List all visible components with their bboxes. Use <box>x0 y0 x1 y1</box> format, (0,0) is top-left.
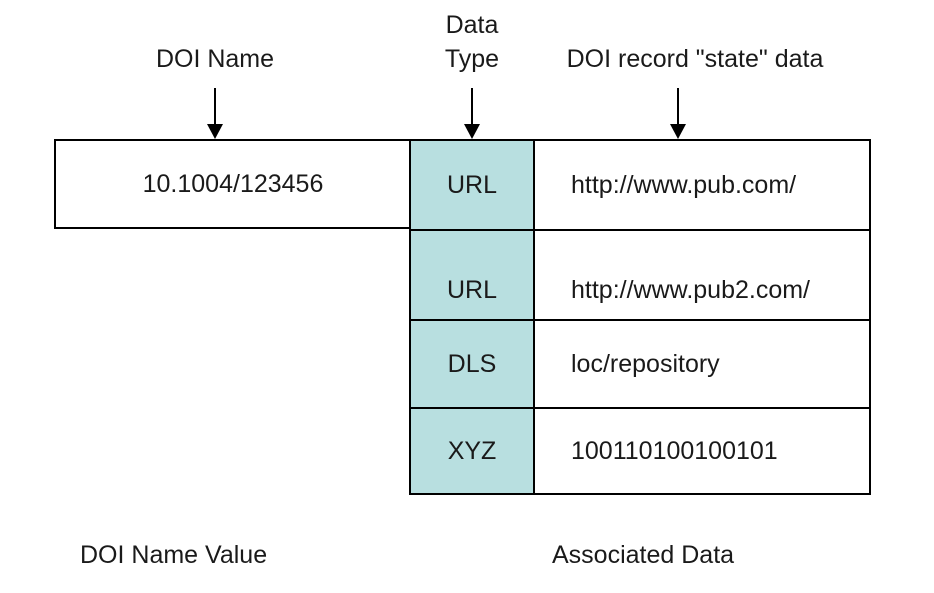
record-type: URL <box>411 231 535 319</box>
doi-name-label: DOI Name <box>155 45 275 73</box>
record-row: URL http://www.pub2.com/ <box>411 229 869 319</box>
record-row: URL http://www.pub.com/ <box>411 141 869 229</box>
records-table: URL http://www.pub.com/ URL http://www.p… <box>409 139 871 495</box>
associated-data-caption: Associated Data <box>552 541 735 569</box>
record-row: DLS loc/repository <box>411 319 869 407</box>
record-value: http://www.pub.com/ <box>571 170 797 199</box>
doi-name-box: 10.1004/123456 <box>54 139 412 229</box>
record-type: DLS <box>411 321 535 407</box>
record-value: http://www.pub2.com/ <box>571 276 811 304</box>
state-data-label: DOI record "state" data <box>566 45 824 73</box>
doi-name-value-caption: DOI Name Value <box>80 541 268 569</box>
doi-name-value: 10.1004/123456 <box>142 169 324 198</box>
record-value: loc/repository <box>571 349 720 378</box>
record-type: URL <box>411 141 535 229</box>
record-row: XYZ 100110100100101 <box>411 407 869 493</box>
data-type-label-line1: Data <box>445 11 499 39</box>
data-type-label-line2: Type <box>444 45 500 73</box>
record-value: 100110100100101 <box>571 436 778 465</box>
record-type: XYZ <box>411 409 535 493</box>
